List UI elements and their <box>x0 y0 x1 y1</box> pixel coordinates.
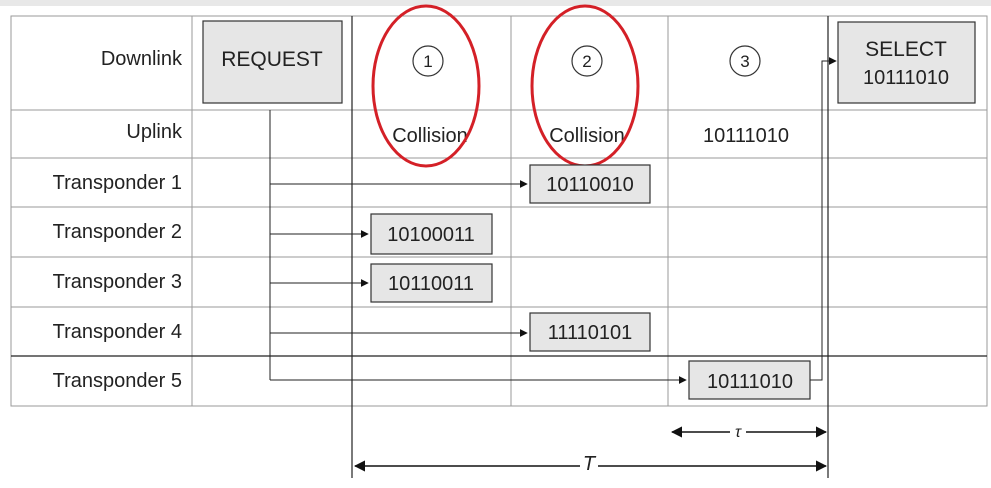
select-box: SELECT 10111010 <box>837 21 976 104</box>
slot-2: 2 <box>571 45 603 77</box>
request-label: REQUEST <box>221 48 323 71</box>
request-box: REQUEST <box>202 20 343 104</box>
transponder-3-code-box: 10110011 <box>370 263 493 303</box>
uplink-slot-2: Collision <box>549 125 625 147</box>
top-strip <box>0 0 991 6</box>
transponder-3-code: 10110011 <box>388 273 474 295</box>
uplink-slot-1: Collision <box>392 125 468 147</box>
row-label-transponder-4: Transponder 4 <box>53 321 182 343</box>
select-title: SELECT <box>865 38 947 61</box>
select-feedback-line <box>810 57 837 381</box>
transponder-2-code-box: 10100011 <box>370 213 493 255</box>
row-label-transponder-1: Transponder 1 <box>53 172 182 194</box>
request-signal-lines <box>269 110 687 384</box>
tau-interval: τ <box>670 420 828 441</box>
row-label-uplink: Uplink <box>126 121 183 143</box>
transponder-4-code-box: 11110101 <box>529 312 651 352</box>
slot-3-number: 3 <box>740 52 749 71</box>
transponder-5-code: 10111010 <box>707 371 793 393</box>
transponder-1-code-box: 10110010 <box>529 164 651 204</box>
grid-dark-lines <box>11 16 987 478</box>
slot-1: 1 <box>412 45 444 77</box>
t-interval: T <box>353 450 828 475</box>
select-code: 10111010 <box>863 67 949 89</box>
row-label-downlink: Downlink <box>101 48 183 70</box>
row-label-transponder-5: Transponder 5 <box>53 370 182 392</box>
collision-highlight-1 <box>371 4 481 168</box>
row-label-transponder-3: Transponder 3 <box>53 271 182 293</box>
transponder-5-code-box: 10111010 <box>688 360 811 400</box>
slot-3: 3 <box>729 45 761 77</box>
uplink-slot-3: 10111010 <box>703 125 789 147</box>
slot-1-number: 1 <box>423 52 432 71</box>
slot-2-number: 2 <box>582 52 591 71</box>
grid <box>10 15 988 407</box>
transponder-2-code: 10100011 <box>387 224 475 246</box>
transponder-1-code: 10110010 <box>546 174 634 196</box>
transponder-4-code: 11110101 <box>548 322 633 344</box>
t-label: T <box>583 453 597 475</box>
tau-label: τ <box>735 424 742 441</box>
row-label-transponder-2: Transponder 2 <box>53 221 182 243</box>
